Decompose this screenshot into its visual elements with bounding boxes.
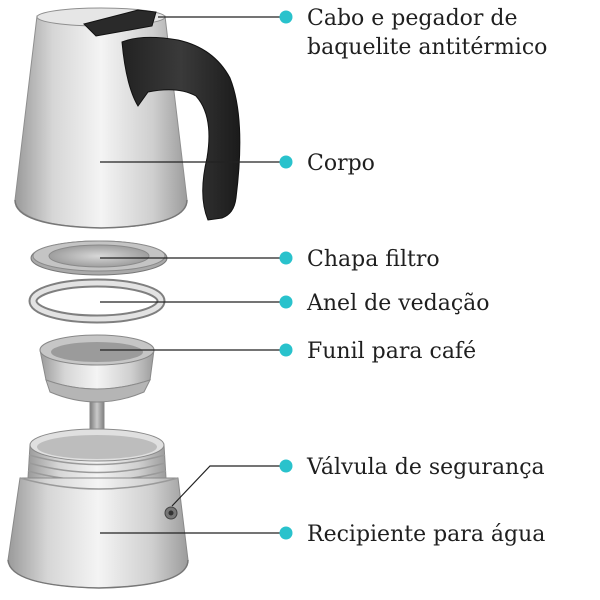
- marker-coffee-funnel: [279, 343, 293, 357]
- label-coffee-funnel: Funil para café: [307, 339, 476, 364]
- marker-filter-plate: [279, 251, 293, 265]
- bakelite-handle: [121, 36, 241, 221]
- svg-text:Cabo e pegador de baquel: Cabo e pegador de baquelite antitérmico: [307, 6, 547, 60]
- safety-valve-part: [164, 506, 178, 520]
- label-sealing-ring: Anel de vedação: [306, 291, 490, 316]
- marker-handle: [279, 10, 293, 24]
- marker-sealing-ring: [279, 295, 293, 309]
- filter-plate: [30, 240, 168, 276]
- lid-knob: [83, 9, 157, 37]
- label-filter-plate: Chapa filtro: [307, 247, 440, 272]
- label-handle-line1: Cabo e pegador de: [307, 6, 518, 31]
- label-body: Corpo: [307, 151, 375, 176]
- leader-line-safety-valve: [171, 465, 286, 507]
- label-handle-line2: baquelite antitérmico: [307, 35, 547, 60]
- marker-safety-valve: [279, 459, 293, 473]
- sealing-ring: [28, 278, 166, 324]
- label-water-reservoir: Recipiente para água: [307, 522, 545, 547]
- marker-water-reservoir: [279, 526, 293, 540]
- water-reservoir: [7, 428, 189, 589]
- label-safety-valve: Válvula de segurança: [306, 455, 545, 480]
- marker-body: [279, 155, 293, 169]
